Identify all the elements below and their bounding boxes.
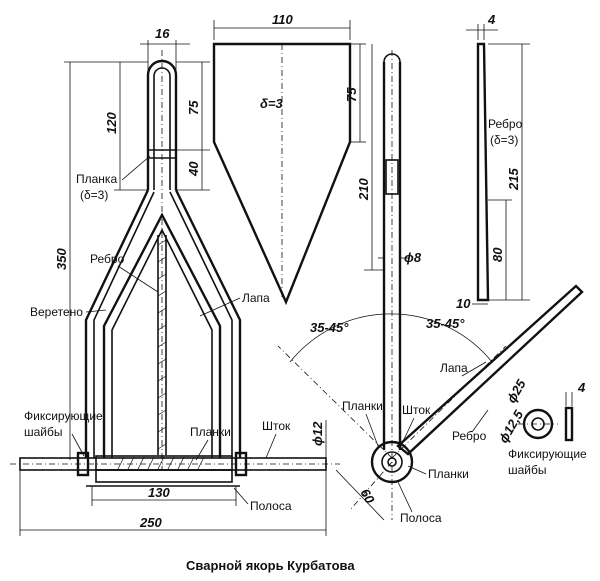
diagram-caption: Сварной якорь Курбатова <box>186 558 355 573</box>
dim-250: 250 <box>139 515 162 530</box>
label-vereteno: Веретено <box>30 305 83 319</box>
left-view-labels: Планка (δ=3) Ребро Веретено Лапа Фиксиру… <box>24 155 292 513</box>
label-planka-left: Планка <box>76 172 117 186</box>
dim-4-top: 4 <box>487 12 496 27</box>
dim-75-plate: 75 <box>344 87 359 102</box>
dim-210: 210 <box>356 178 371 201</box>
dim-80: 80 <box>490 247 505 262</box>
fluke-plate: δ=3 110 75 210 <box>212 12 384 306</box>
dim-phi25: ϕ25 <box>504 376 530 405</box>
label-fix-washers-right-2: шайбы <box>508 463 547 477</box>
label-planki-bottom: Планки <box>190 425 231 439</box>
rib-hatching <box>157 239 167 450</box>
dim-phi12: ϕ12 <box>310 421 325 446</box>
label-shtok-side: Шток <box>402 403 431 417</box>
dim-16: 16 <box>155 26 170 41</box>
dim-110: 110 <box>272 12 293 27</box>
label-rebro-right-thickness: (δ=3) <box>490 133 518 147</box>
dim-215: 215 <box>506 168 521 191</box>
rib-profile: 4 215 80 10 Ребро (δ=3) <box>456 12 530 311</box>
label-fix-washers-left-1: Фиксирующие <box>24 409 103 423</box>
dim-phi12-5: ϕ12,5 <box>496 407 527 446</box>
label-shtok-bottom: Шток <box>262 419 291 433</box>
dim-350: 350 <box>54 248 69 270</box>
label-lapa-mid: Лапа <box>242 291 270 305</box>
label-rebro-right: Ребро <box>488 117 523 131</box>
dim-10: 10 <box>456 296 471 311</box>
dim-angle-right: 35-45° <box>426 316 465 331</box>
washer-detail: 4 ϕ25 ϕ12,5 Фиксирующие шайбы <box>496 376 587 477</box>
dim-4-washer: 4 <box>577 380 586 395</box>
dim-angle-left: 35-45° <box>310 320 349 335</box>
label-planki-side: Планки <box>342 399 383 413</box>
label-planki-side-2: Планки <box>428 467 469 481</box>
label-rebro-left: Ребро <box>90 252 125 266</box>
plank-hatching <box>117 456 205 470</box>
label-planka-thickness: (δ=3) <box>80 188 108 202</box>
left-view-anchor <box>10 50 340 487</box>
label-lapa-right: Лапа <box>440 361 468 375</box>
left-view-dimensions: 16 350 120 75 40 130 250 ϕ12 <box>19 26 327 536</box>
dim-phi8: ϕ8 <box>404 250 422 265</box>
dim-120: 120 <box>104 112 119 134</box>
dim-130: 130 <box>148 485 170 500</box>
label-polosa-bottom: Полоса <box>250 499 292 513</box>
label-fix-washers-right-1: Фиксирующие <box>508 447 587 461</box>
dim-75-left: 75 <box>186 100 201 115</box>
label-polosa-side: Полоса <box>400 511 442 525</box>
dim-40: 40 <box>186 161 201 177</box>
label-rebro-lower: Ребро <box>452 429 487 443</box>
dim-60: 60 <box>357 486 378 507</box>
plate-thickness: δ=3 <box>260 96 284 111</box>
label-fix-washers-left-2: шайбы <box>24 425 63 439</box>
